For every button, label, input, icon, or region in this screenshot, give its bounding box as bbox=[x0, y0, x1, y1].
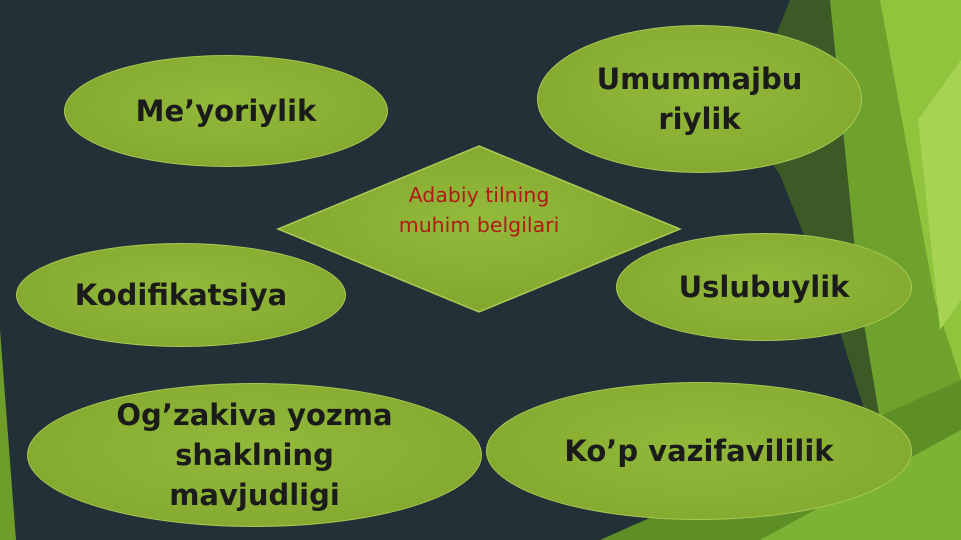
item-uslubuylik: Uslubuylik bbox=[616, 233, 912, 341]
item-kodifikatsiya: Kodifikatsiya bbox=[16, 243, 346, 347]
right-stripe-highlight bbox=[918, 60, 961, 330]
item-ogzaki-yozma: Og’zakiva yozma shaklning mavjudligi bbox=[27, 383, 482, 527]
item-meyoriylik: Me’yoriylik bbox=[64, 55, 388, 167]
item-ogzaki-yozma-label: Og’zakiva yozma shaklning mavjudligi bbox=[116, 398, 393, 512]
item-kop-vazifavilik: Ko’p vazifavililik bbox=[486, 382, 912, 520]
item-kodifikatsiya-label: Kodifikatsiya bbox=[74, 278, 288, 312]
item-kop-vazifavilik-label: Ko’p vazifavililik bbox=[564, 434, 834, 468]
center-label: Adabiy tilning muhim belgilari bbox=[398, 183, 560, 237]
item-umummajburiylik: Umummajbu riylik bbox=[537, 25, 862, 173]
center-diamond: Adabiy tilning muhim belgilari bbox=[276, 144, 682, 314]
item-umummajburiylik-label: Umummajbu riylik bbox=[596, 62, 803, 136]
left-stripe bbox=[0, 330, 16, 540]
diamond-shape bbox=[276, 145, 682, 313]
item-uslubuylik-label: Uslubuylik bbox=[678, 270, 850, 304]
item-meyoriylik-label: Me’yoriylik bbox=[135, 94, 317, 128]
